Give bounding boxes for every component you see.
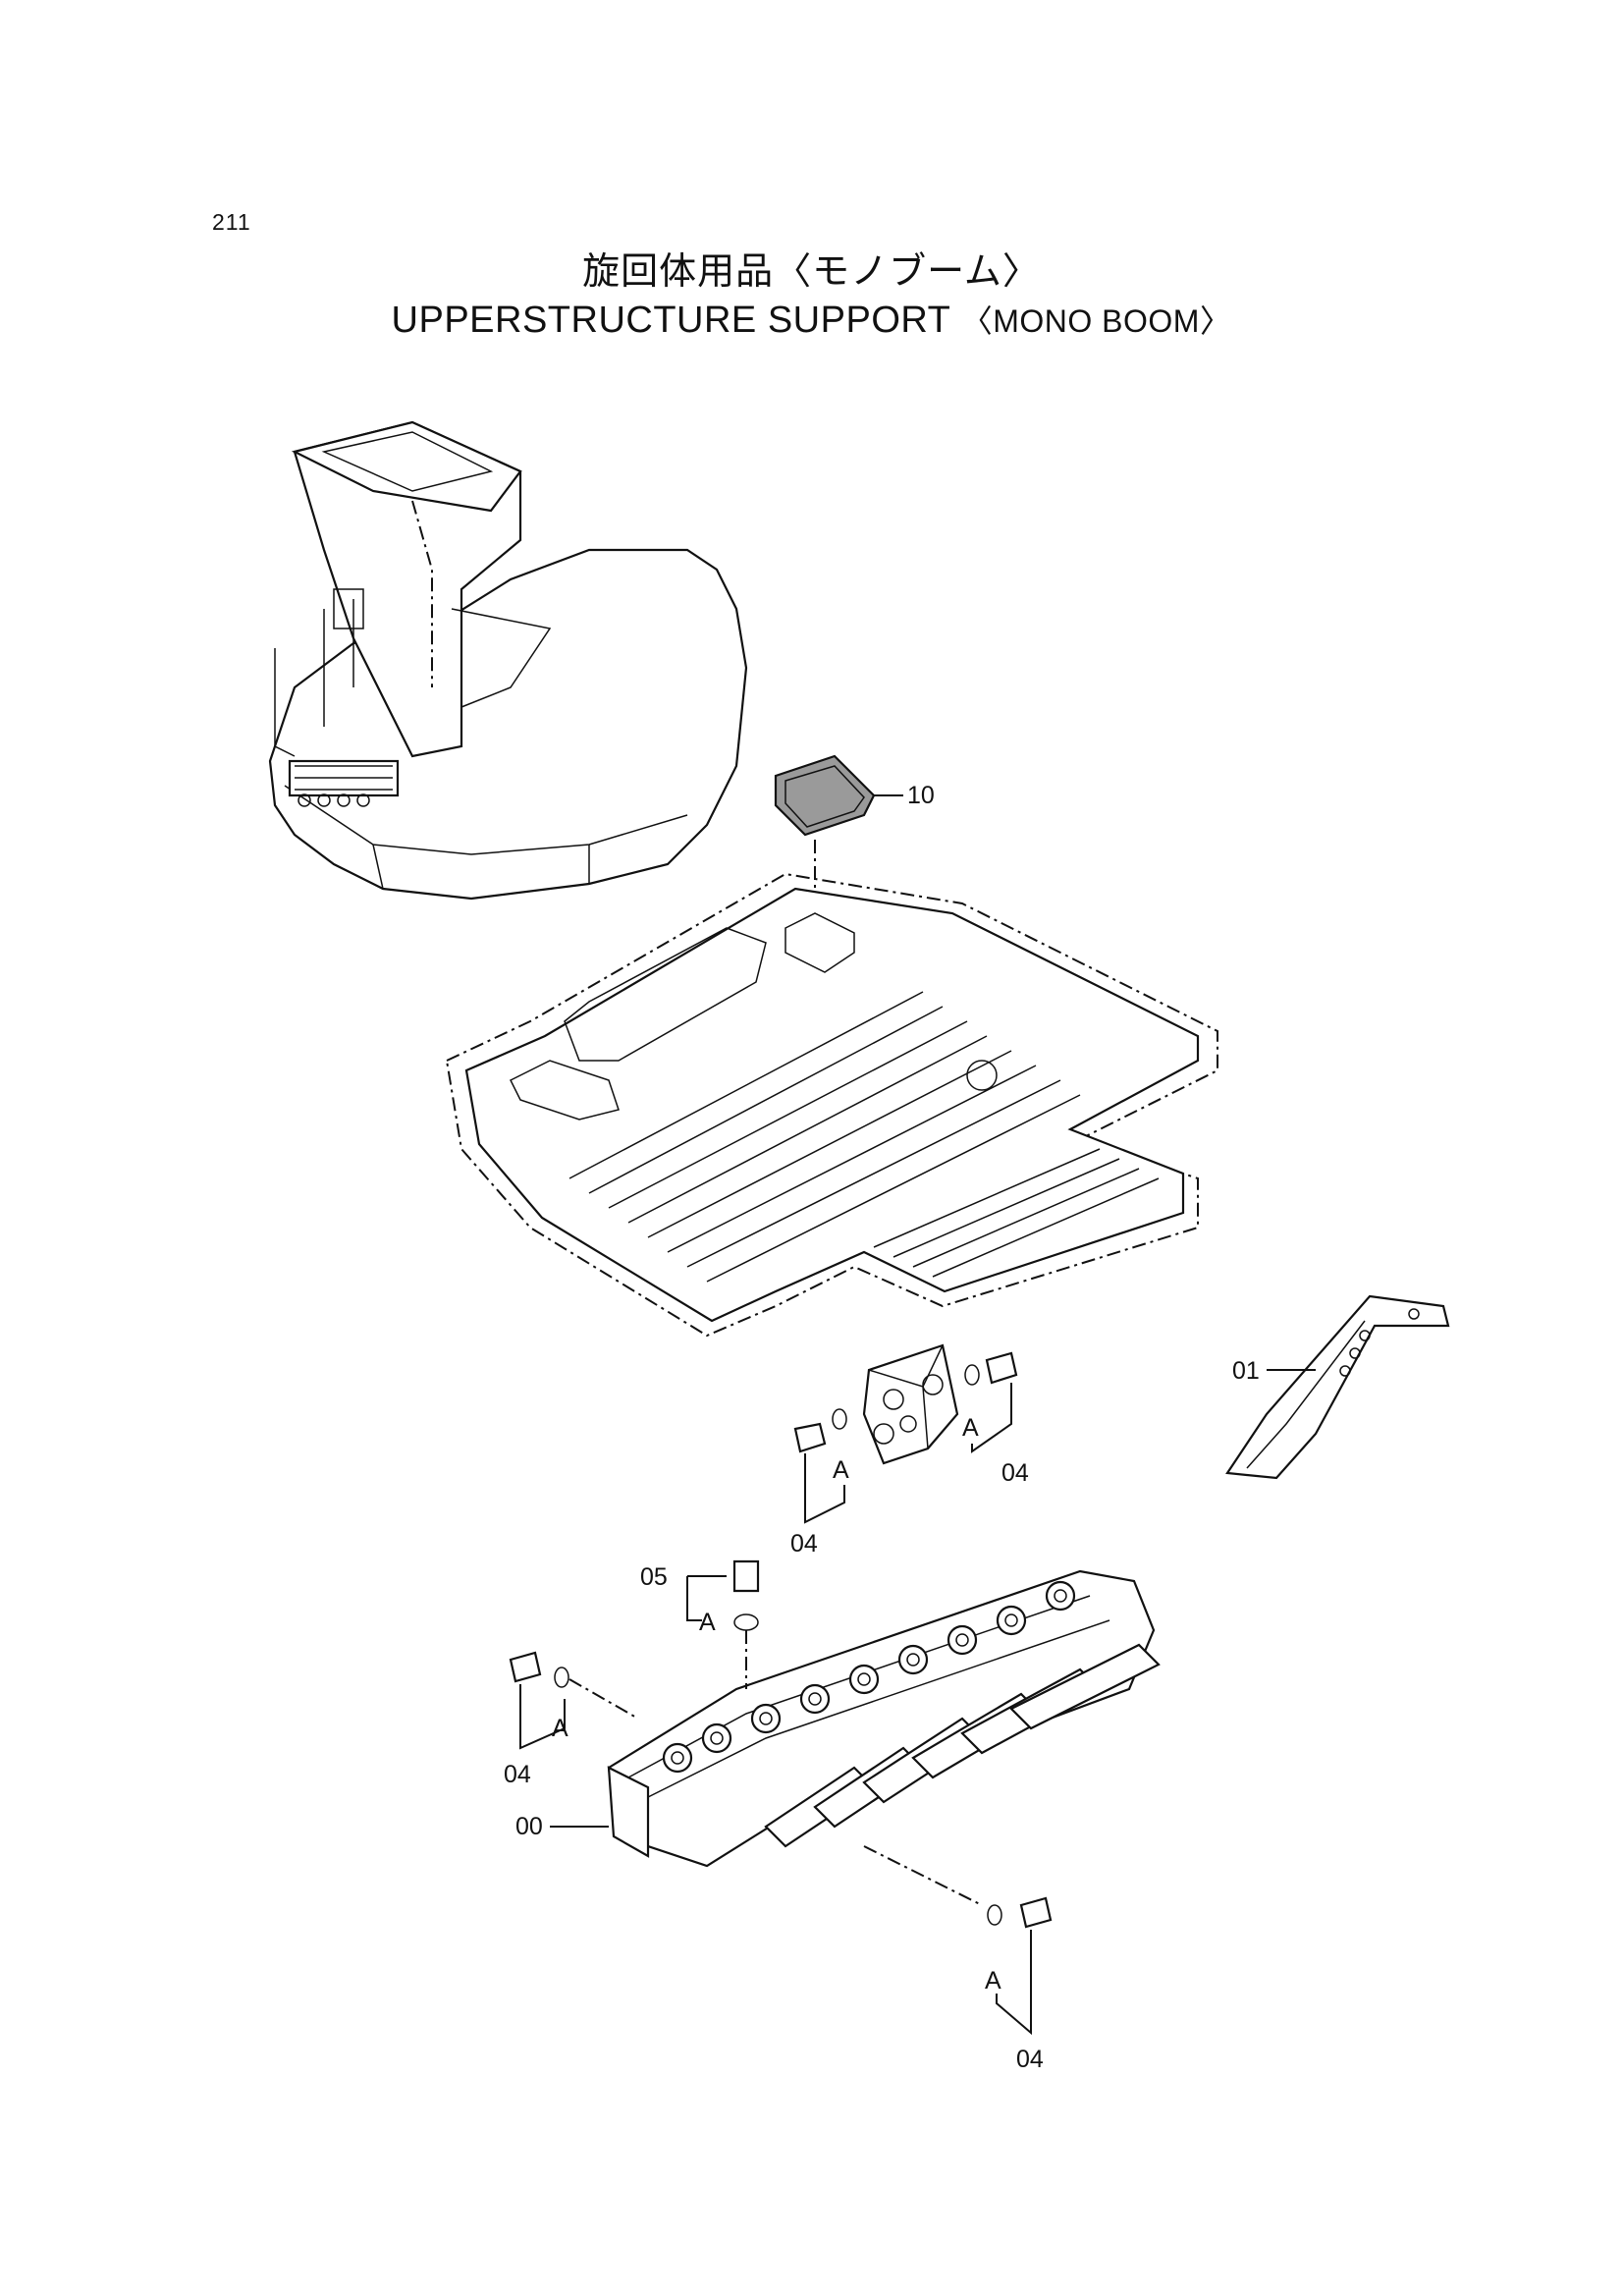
page-number: 211 <box>212 209 251 235</box>
part-01-bracket: 01 <box>1225 1294 1450 1480</box>
machine-overview <box>268 420 748 901</box>
callout-01: 01 <box>1232 1357 1260 1385</box>
floor-plate <box>445 872 1218 1338</box>
valve-spools <box>764 1643 1161 1848</box>
page-title-english: UPPERSTRUCTURE SUPPORT 〈MONO BOOM〉 <box>0 297 1623 342</box>
control-valve: A 04 05 A 00 A 04 <box>504 1559 1161 2073</box>
ring-a-label-1: A <box>833 1456 849 1484</box>
title-sub: 〈MONO BOOM〉 <box>960 303 1232 339</box>
ring-a-label-5: A <box>985 1967 1001 1995</box>
manifold-block: A 04 A 04 <box>790 1343 1029 1558</box>
page-title-japanese: 旋回体用品〈モノブーム〉 <box>582 249 1041 293</box>
valve-ports <box>662 1580 1076 1774</box>
callout-05: 05 <box>640 1563 668 1591</box>
title-main: UPPERSTRUCTURE SUPPORT <box>391 300 950 341</box>
part-10-cover: 10 <box>774 754 935 933</box>
callout-04-b: 04 <box>1001 1459 1029 1487</box>
callout-04-c: 04 <box>504 1761 531 1788</box>
control-valve-small <box>288 759 400 807</box>
callout-00: 00 <box>515 1813 543 1840</box>
callout-04-a: 04 <box>790 1530 818 1558</box>
callout-10: 10 <box>907 782 935 809</box>
ring-a-label-2: A <box>962 1414 979 1442</box>
ring-a-label-4: A <box>699 1609 716 1636</box>
callout-04-d: 04 <box>1016 2046 1044 2073</box>
ring-a-label-3: A <box>552 1715 568 1742</box>
